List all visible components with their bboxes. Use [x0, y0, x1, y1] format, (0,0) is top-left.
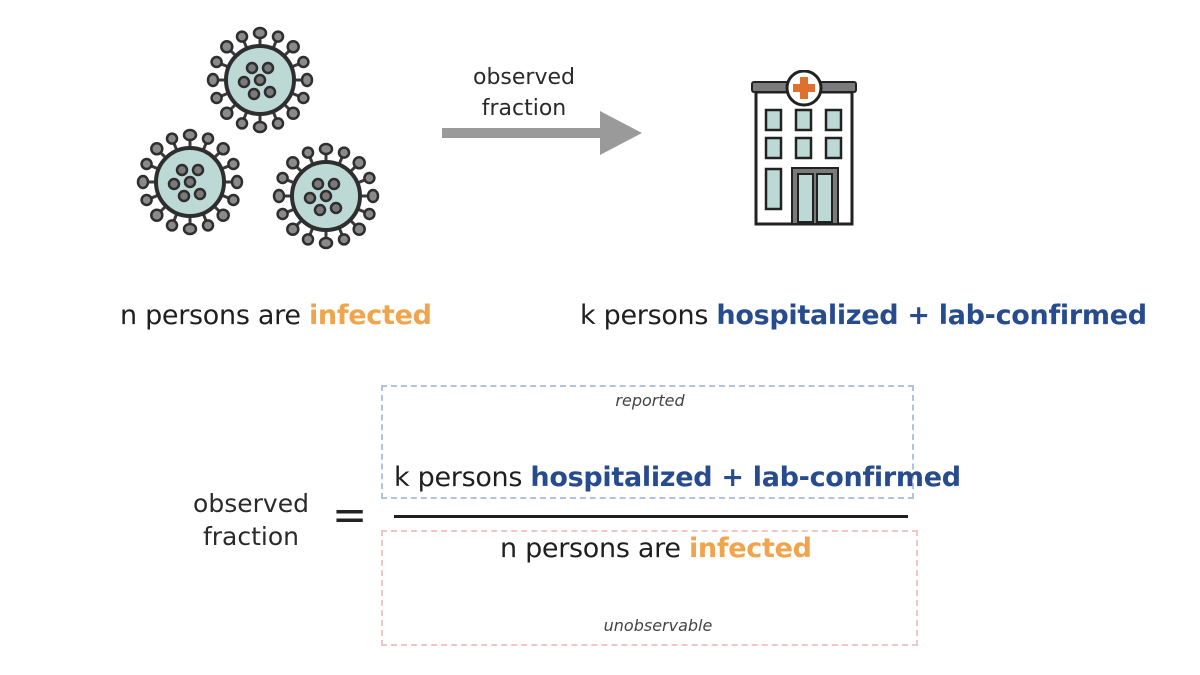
- formula-lhs: observed fraction: [176, 487, 326, 553]
- infected-caption: n persons are infected: [120, 300, 432, 331]
- infected-caption-highlight: infected: [308, 300, 432, 331]
- hospitalized-caption-prefix: k persons: [580, 300, 717, 331]
- reported-label: reported: [615, 391, 685, 410]
- formula-denominator-prefix: n persons are: [500, 533, 689, 564]
- hospital-icon: [751, 70, 857, 226]
- virus-icon: [206, 26, 314, 134]
- formula-lhs-line1: observed: [193, 489, 309, 518]
- formula-denominator-highlight: infected: [688, 533, 812, 564]
- formula-denominator: n persons are infected: [500, 533, 812, 564]
- infected-caption-prefix: n persons are: [120, 300, 309, 331]
- unobservable-box: [381, 530, 918, 646]
- formula-numerator-highlight: hospitalized + lab-confirmed: [530, 462, 961, 493]
- reported-box: [381, 385, 914, 499]
- fraction-line: [394, 515, 908, 518]
- hospitalized-caption: k persons hospitalized + lab-confirmed: [580, 300, 1147, 331]
- arrow-right-icon: [442, 111, 642, 155]
- hospitalized-caption-highlight: hospitalized + lab-confirmed: [716, 300, 1147, 331]
- formula-lhs-line2: fraction: [202, 522, 300, 551]
- arrow-label-line1: observed: [473, 65, 575, 90]
- formula-numerator: k persons hospitalized + lab-confirmed: [394, 462, 961, 493]
- virus-icon: [136, 128, 244, 236]
- equals-sign: =: [332, 490, 368, 539]
- arrow-label-line2: fraction: [481, 96, 567, 121]
- unobservable-label: unobservable: [603, 616, 713, 635]
- virus-icon: [272, 142, 380, 250]
- formula-numerator-prefix: k persons: [394, 462, 531, 493]
- arrow-label: observed fraction: [444, 62, 604, 124]
